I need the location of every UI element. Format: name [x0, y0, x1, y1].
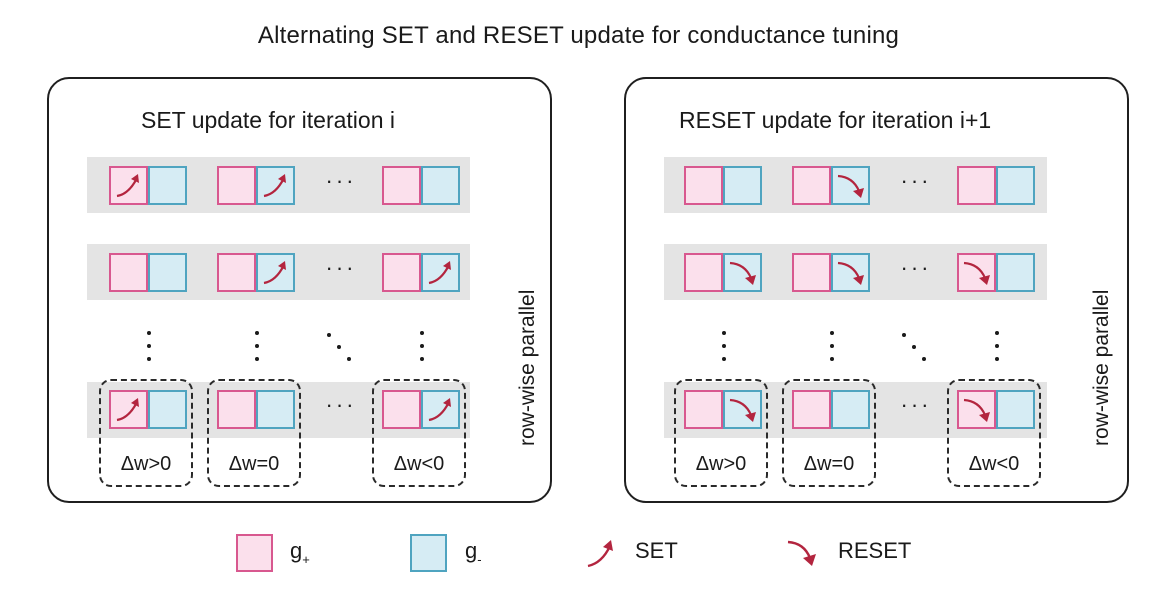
g-minus-cell	[256, 253, 295, 292]
g-minus-cell	[421, 253, 460, 292]
g-plus-cell	[382, 390, 421, 429]
g-minus-cell	[996, 253, 1035, 292]
g-minus-cell	[148, 166, 187, 205]
g-plus-cell	[684, 166, 723, 205]
g-plus-cell	[957, 253, 996, 292]
g-minus-cell	[996, 166, 1035, 205]
g-plus-cell	[792, 166, 831, 205]
g-plus-cell	[109, 166, 148, 205]
vertical-ellipsis	[146, 331, 152, 365]
g-minus-cell	[256, 166, 295, 205]
horizontal-ellipsis: ···	[325, 255, 357, 280]
g-minus-cell	[421, 390, 460, 429]
dw-positive-label: Δw>0	[120, 453, 172, 475]
legend-reset-arrow-icon	[787, 540, 816, 566]
reset-arrow-icon	[729, 261, 756, 285]
g-minus-cell	[723, 166, 762, 205]
g-plus-cell	[109, 390, 148, 429]
g-plus-cell	[957, 166, 996, 205]
g-plus-cell	[217, 166, 256, 205]
horizontal-ellipsis: ···	[900, 392, 932, 417]
dw-zero-label: Δw=0	[228, 453, 280, 475]
vertical-ellipsis	[994, 331, 1000, 365]
dw-positive-label: Δw>0	[695, 453, 747, 475]
g-minus-cell	[148, 253, 187, 292]
dashed-group-dw-negative	[372, 379, 466, 487]
legend-g-minus-swatch	[410, 534, 447, 572]
horizontal-ellipsis: ···	[900, 168, 932, 193]
vertical-ellipsis	[254, 331, 260, 365]
legend-reset-label: RESET	[838, 538, 912, 563]
g-plus-cell	[109, 253, 148, 292]
legend-set-label: SET	[635, 538, 678, 563]
horizontal-ellipsis: ···	[900, 255, 932, 280]
dw-zero-label: Δw=0	[803, 453, 855, 475]
dw-negative-label: Δw<0	[393, 453, 445, 475]
g-plus-cell	[382, 253, 421, 292]
g-plus-cell	[792, 390, 831, 429]
legend-g-plus-swatch	[236, 534, 273, 572]
horizontal-ellipsis: ···	[325, 392, 357, 417]
set-arrow-icon	[428, 398, 451, 422]
g-plus-cell	[957, 390, 996, 429]
g-plus-cell	[382, 166, 421, 205]
g-minus-cell	[831, 390, 870, 429]
dashed-group-dw-zero	[782, 379, 876, 487]
horizontal-ellipsis: ···	[325, 168, 357, 193]
g-minus-cell	[148, 390, 187, 429]
g-plus-cell	[217, 390, 256, 429]
reset-arrow-icon	[837, 174, 864, 198]
diagonal-ellipsis	[327, 333, 353, 363]
dashed-group-dw-zero	[207, 379, 301, 487]
set-arrow-icon	[116, 398, 139, 422]
g-minus-cell	[421, 166, 460, 205]
g-plus-cell	[217, 253, 256, 292]
vertical-ellipsis	[721, 331, 727, 365]
g-plus-cell	[792, 253, 831, 292]
g-minus-cell	[996, 390, 1035, 429]
left-side-label: row-wise parallel	[516, 289, 539, 446]
right-side-label: row-wise parallel	[1090, 289, 1113, 446]
diagonal-ellipsis	[902, 333, 928, 363]
g-minus-cell	[256, 390, 295, 429]
vertical-ellipsis	[829, 331, 835, 365]
reset-update-panel: RESET update for iteration i+1 ··· ··· ·…	[624, 77, 1129, 503]
set-arrow-icon	[428, 261, 451, 285]
legend-g-plus-label: g+	[290, 538, 310, 567]
g-minus-cell	[831, 253, 870, 292]
g-plus-cell	[684, 253, 723, 292]
g-minus-cell	[831, 166, 870, 205]
g-minus-cell	[723, 390, 762, 429]
reset-arrow-icon	[963, 261, 990, 285]
set-arrow-icon	[263, 261, 286, 285]
set-arrow-icon	[116, 174, 139, 198]
legend-g-minus-label: g-	[465, 538, 482, 567]
legend-set-arrow-icon	[587, 540, 613, 568]
dashed-group-dw-positive	[674, 379, 768, 487]
vertical-ellipsis	[419, 331, 425, 365]
reset-arrow-icon	[729, 398, 756, 422]
set-arrow-icon	[263, 174, 286, 198]
reset-arrow-icon	[963, 398, 990, 422]
dashed-group-dw-positive	[99, 379, 193, 487]
dashed-group-dw-negative	[947, 379, 1041, 487]
g-plus-cell	[684, 390, 723, 429]
figure-title: Alternating SET and RESET update for con…	[257, 22, 900, 49]
reset-panel-title: RESET update for iteration i+1	[679, 107, 992, 133]
dw-negative-label: Δw<0	[968, 453, 1020, 475]
set-update-panel: SET update for iteration i ··· ··· ···	[47, 77, 552, 503]
reset-arrow-icon	[837, 261, 864, 285]
set-panel-title: SET update for iteration i	[141, 107, 395, 133]
g-minus-cell	[723, 253, 762, 292]
